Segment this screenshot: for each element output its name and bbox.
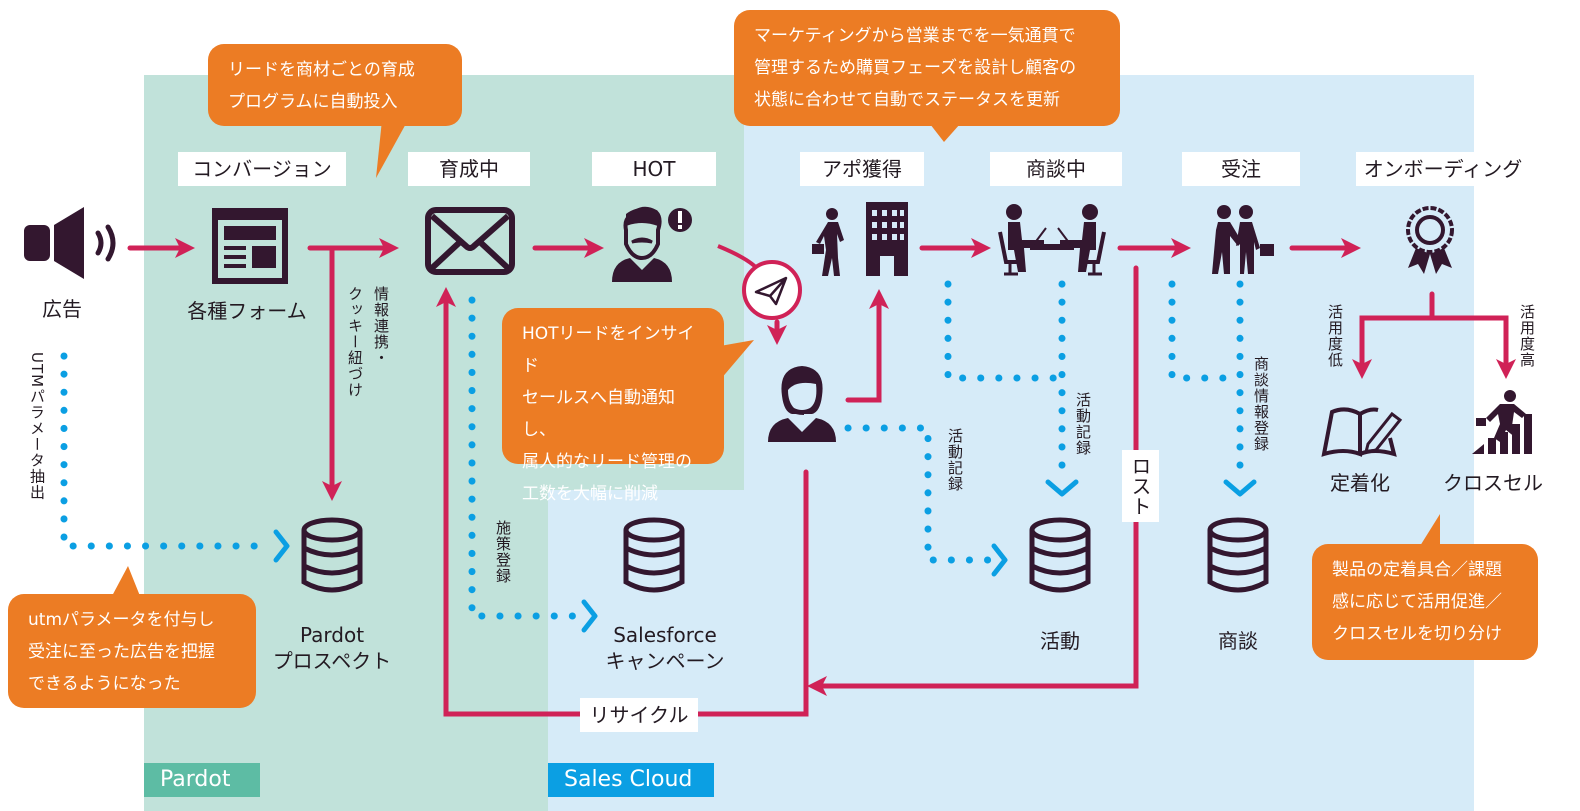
book-pencil-icon <box>1321 407 1403 457</box>
callout-line: プログラムに自動投入 <box>228 92 398 112</box>
paper-plane-notification-icon <box>742 260 802 320</box>
callout-tail <box>376 120 408 178</box>
database-icon <box>623 517 685 593</box>
hot-lead-person-icon <box>612 206 692 282</box>
dotted-activity-log-1 <box>844 424 994 564</box>
callout-line: できるようになった <box>28 674 181 694</box>
web-form-icon <box>212 208 288 284</box>
callout-hot-notify: HOTリードをインサイド セールスへ自動通知し、 属人的なリード管理の 工数を大… <box>502 308 724 504</box>
stage-appointment: アポ獲得 <box>800 152 924 186</box>
label-activity: 活動 <box>1040 629 1080 653</box>
edge-label-activity-log-1: 活動記録 <box>946 428 964 492</box>
stage-hot: HOT <box>592 152 716 186</box>
callout-onboarding: 製品の定着具合／課題 感に応じて活用促進／ クロスセルを切り分け <box>1312 544 1538 660</box>
meeting-negotiation-icon <box>998 204 1106 276</box>
dotted-activity-log-2 <box>944 280 1066 382</box>
edge-label-low-usage: 活用度低 <box>1326 304 1344 368</box>
edge-label-recycle: リサイクル <box>580 698 698 732</box>
callout-utm: utmパラメータを付与し 受注に至った広告を把握 できるようになった <box>8 594 256 708</box>
callout-line: マーケティングから営業までを一気通貫で <box>754 26 1076 46</box>
businessman-building-icon <box>812 202 908 276</box>
callout-line: セールスへ自動通知し、 <box>522 388 675 440</box>
edge-label-cookie-link: クッキー紐づけ <box>346 286 364 398</box>
dotted-deal-register <box>1168 280 1244 382</box>
callout-line: 感に応じて活用促進／ <box>1332 592 1502 612</box>
database-icon <box>1207 517 1269 593</box>
pardot-zone-tag: Pardot <box>144 763 260 797</box>
arrow-onboarding-branch <box>1352 291 1435 379</box>
dotted-measure-register <box>468 296 578 620</box>
sales-cloud-zone-lower <box>548 490 748 811</box>
arrow-operator-to-building <box>845 289 889 403</box>
arrow-onboarding-branch-high <box>1429 315 1516 379</box>
edge-label-high-usage: 活用度高 <box>1518 304 1536 368</box>
database-icon <box>301 517 363 593</box>
edge-label-utm-extract: UTMパラメータ抽出 <box>28 352 46 501</box>
email-envelope-icon <box>425 207 515 275</box>
callout-line: 属人的なリード管理の <box>522 452 692 472</box>
label-forms: 各種フォーム <box>187 299 307 323</box>
callout-line: 状態に合わせて自動でステータスを更新 <box>754 90 1060 110</box>
label-sf-campaign: Salesforce キャンペーン <box>594 622 736 674</box>
sales-cloud-zone-tag: Sales Cloud <box>548 763 714 797</box>
label-pardot-prospect-line1: Pardot <box>299 623 365 647</box>
callout-line: utmパラメータを付与し <box>28 610 215 630</box>
label-cross-sell: クロスセル <box>1443 471 1543 495</box>
chevron-right-icon <box>991 543 1008 577</box>
edge-label-deal-register: 商談情報登録 <box>1252 356 1270 452</box>
callout-line: クロスセルを切り分け <box>1332 624 1502 644</box>
handshake-deal-icon <box>1212 205 1274 274</box>
callout-tail <box>930 124 960 142</box>
chevron-right-icon <box>581 599 598 633</box>
label-pardot-prospect: Pardot プロスペクト <box>272 622 392 674</box>
edge-label-lost: ロスト <box>1122 450 1159 522</box>
edge-label-activity-log-2: 活動記録 <box>1074 392 1092 456</box>
stage-onboarding: オンボーディング <box>1356 152 1530 186</box>
callout-tail <box>1420 514 1440 546</box>
stage-conversion: コンバージョン <box>178 152 346 186</box>
climbing-stairs-growth-icon <box>1472 390 1532 454</box>
label-retention: 定着化 <box>1330 471 1390 495</box>
chevron-right-icon <box>273 529 290 563</box>
label-ad: 広告 <box>42 297 82 321</box>
label-sf-campaign-line2: キャンペーン <box>605 649 725 673</box>
callout-line: リードを商材ごとの育成 <box>228 60 415 80</box>
callout-line: 受注に至った広告を把握 <box>28 642 215 662</box>
label-deal: 商談 <box>1218 629 1258 653</box>
megaphone-speaker-icon <box>24 207 116 279</box>
callout-line: 管理するため購買フェーズを設計し顧客の <box>754 58 1077 78</box>
database-icon <box>1029 517 1091 593</box>
stage-order: 受注 <box>1182 152 1300 186</box>
dotted-utm-extract <box>60 352 272 550</box>
stage-negotiation: 商談中 <box>990 152 1122 186</box>
callout-tail <box>112 566 140 596</box>
callout-line: 工数を大幅に削減 <box>522 484 658 504</box>
chevron-down-icon <box>1223 479 1257 497</box>
callout-nurture-program: リードを商材ごとの育成 プログラムに自動投入 <box>208 44 462 126</box>
callout-status-update: マーケティングから営業までを一気通貫で 管理するため購買フェーズを設計し顧客の … <box>734 10 1120 126</box>
inside-sales-operator-icon <box>768 366 836 442</box>
callout-line: 製品の定着具合／課題 <box>1332 560 1502 580</box>
edge-label-info-link: 情報連携・ <box>372 286 390 366</box>
stage-nurturing: 育成中 <box>408 152 530 186</box>
chevron-down-icon <box>1045 479 1079 497</box>
label-pardot-prospect-line2: プロスペクト <box>272 649 392 673</box>
arrow-lost-recycle <box>807 265 1139 696</box>
callout-tail <box>720 340 754 380</box>
label-sf-campaign-line1: Salesforce <box>613 623 717 647</box>
award-ribbon-icon <box>1406 206 1454 274</box>
edge-label-measure-register: 施策登録 <box>494 520 512 584</box>
callout-line: HOTリードをインサイド <box>522 324 695 376</box>
